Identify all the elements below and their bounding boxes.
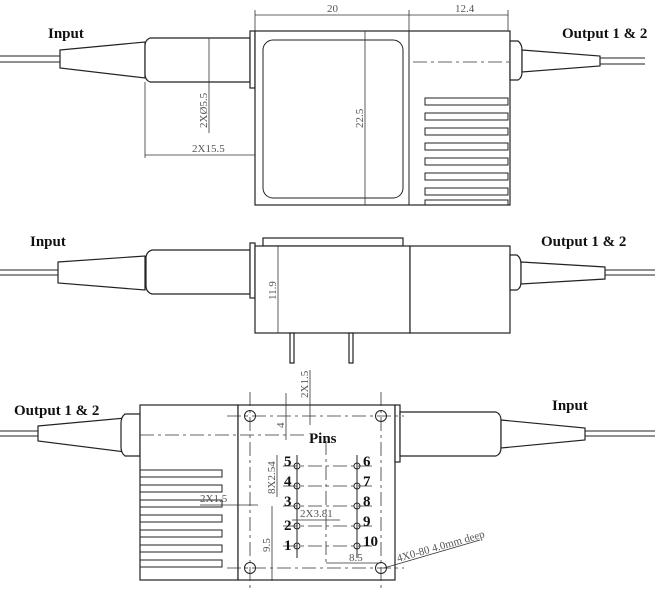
dim-20: 20 xyxy=(327,3,339,15)
dim-offset-4: 4 xyxy=(275,422,287,428)
pins-label: Pins xyxy=(309,431,337,447)
dim-row-spacing: 2X3.81 xyxy=(300,508,333,520)
pin-6: 6 xyxy=(363,454,371,470)
top-dimensions: 20 12.4 22.5 2XØ5.5 2X15.5 xyxy=(144,3,509,205)
bottom-input-label: Input xyxy=(552,398,588,414)
bottom-view: Output 1 & 2 Input xyxy=(0,370,655,592)
top-view: Input Output 1 & 2 xyxy=(0,3,647,206)
dim-tube-length: 2X15.5 xyxy=(192,143,225,155)
pin-2: 2 xyxy=(284,518,292,534)
pin-4: 4 xyxy=(284,474,292,490)
side-input-label: Input xyxy=(30,234,66,250)
dim-11-9: 11.9 xyxy=(267,281,279,300)
dim-hole-top: 2X1.5 xyxy=(299,370,311,398)
side-output-label: Output 1 & 2 xyxy=(541,234,626,250)
pin-1: 1 xyxy=(284,538,292,554)
top-input-label: Input xyxy=(48,26,84,42)
pin-8: 8 xyxy=(363,494,371,510)
mounting-hole xyxy=(244,410,256,422)
mounting-hole xyxy=(375,410,387,422)
dim-hole-left: 2X1.5 xyxy=(200,493,228,505)
pin-5: 5 xyxy=(284,454,292,470)
pin-3: 3 xyxy=(284,494,292,510)
top-body xyxy=(254,30,525,206)
pin-10: 10 xyxy=(363,534,378,550)
hole-note: 4X0-80 4.0mm deep xyxy=(396,528,487,565)
top-output-fiber xyxy=(509,40,645,81)
pin-grid xyxy=(283,462,375,550)
pin-9: 9 xyxy=(363,514,371,530)
dim-diameter: 2XØ5.5 xyxy=(198,92,210,128)
mounting-hole xyxy=(244,562,256,574)
top-input-fiber xyxy=(0,30,256,89)
dim-22-5: 22.5 xyxy=(354,108,366,128)
top-output-label: Output 1 & 2 xyxy=(562,26,647,42)
heatsink-fins xyxy=(424,97,509,206)
dim-12-4: 12.4 xyxy=(455,3,475,15)
dim-8-5: 8.5 xyxy=(349,552,363,564)
dim-pitch: 8X2.54 xyxy=(266,461,278,494)
mounting-hole xyxy=(375,562,387,574)
bottom-output-label: Output 1 & 2 xyxy=(14,403,99,419)
pin-7: 7 xyxy=(363,474,371,490)
dim-9-5: 9.5 xyxy=(261,538,273,552)
side-view: Input Output 1 & 2 11.9 xyxy=(0,234,655,364)
bottom-fins xyxy=(139,469,223,568)
